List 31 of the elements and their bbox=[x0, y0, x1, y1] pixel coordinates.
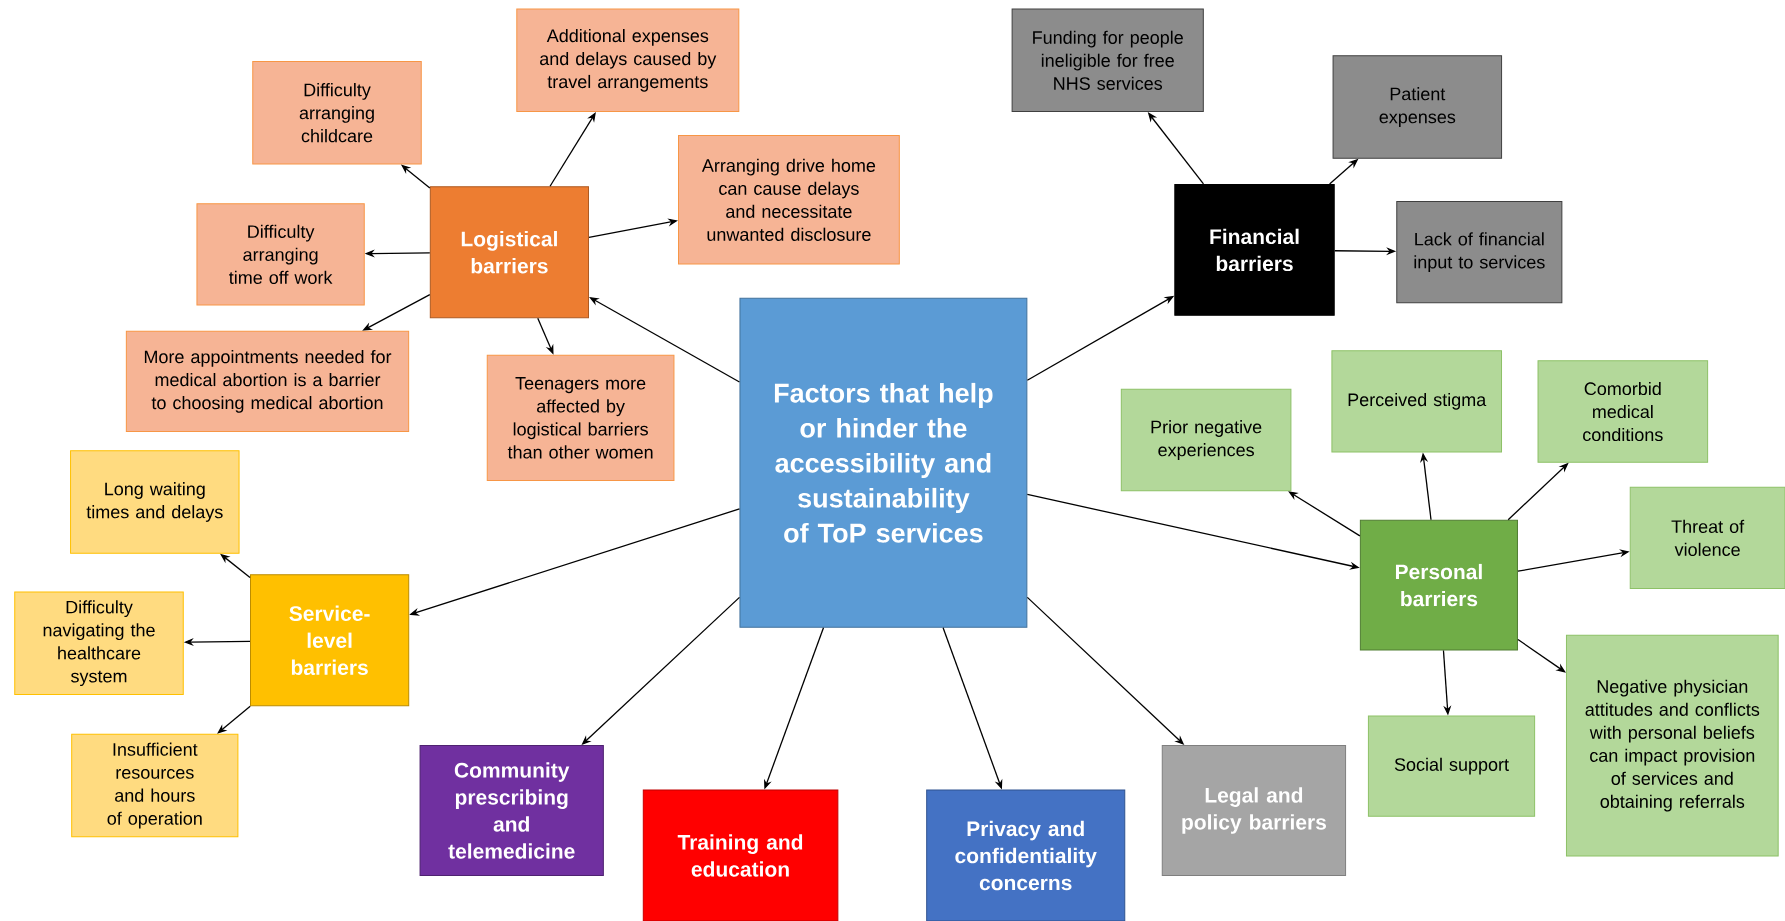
arrow bbox=[217, 705, 251, 734]
factor-box: More appointments needed for medical abortion is a barrier to choosing medical abortion bbox=[125, 330, 410, 432]
factor-box: Difficulty arranging time off work bbox=[196, 203, 365, 306]
factor-box: Teenagers more affected by logistical barriers than other women bbox=[486, 354, 675, 481]
hub-box: Factors that help or hinder the accessibility and sustainability of ToP services bbox=[739, 297, 1028, 628]
factor-box: Threat of violence bbox=[1629, 486, 1785, 590]
factor-box: Difficulty arranging childcare bbox=[252, 60, 422, 165]
factor-box: Prior negative experiences bbox=[1120, 388, 1292, 492]
category-box: Financial barriers bbox=[1174, 183, 1335, 316]
factor-box: Lack of financial input to services bbox=[1396, 201, 1563, 304]
arrow bbox=[1517, 638, 1566, 673]
arrow bbox=[549, 112, 596, 187]
factor-box: Long waiting times and delays bbox=[70, 450, 240, 554]
category-box: Community prescribing and telemedicine bbox=[419, 745, 604, 876]
factor-box: Negative physician attitudes and conflicts with personal beliefs can impact provision of services and obtaining referrals bbox=[1565, 634, 1779, 857]
factor-box: Perceived stigma bbox=[1331, 350, 1502, 453]
category-box: Training and education bbox=[642, 789, 839, 921]
factor-box: Difficulty navigating the healthcare system bbox=[14, 591, 184, 695]
factor-box: Additional expenses and delays caused by travel arrangements bbox=[516, 8, 740, 113]
category-box: Service-level barriers bbox=[250, 574, 410, 707]
arrow bbox=[1288, 491, 1361, 537]
factor-box: Funding for people ineligible for free NHS services bbox=[1011, 8, 1204, 113]
factor-box: Patient expenses bbox=[1332, 55, 1503, 159]
factor-box: Insufficient resources and hours of operation bbox=[71, 733, 239, 838]
factor-box: Social support bbox=[1367, 715, 1536, 817]
factor-box: Arranging drive home can cause delays and necessitate unwanted disclosure bbox=[678, 135, 900, 265]
category-box: Privacy and confidentiality concerns bbox=[926, 789, 1126, 921]
factor-box: Comorbid medical conditions bbox=[1537, 360, 1709, 463]
category-box: Legal and policy barriers bbox=[1161, 745, 1347, 876]
category-box: Logistical barriers bbox=[429, 186, 589, 319]
category-box: Personal barriers bbox=[1359, 519, 1518, 651]
